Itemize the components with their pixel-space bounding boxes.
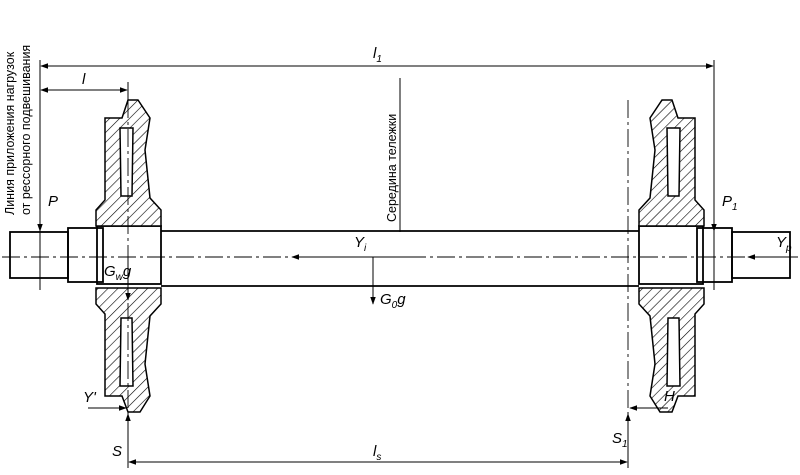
bogie-middle-label: Середина тележки xyxy=(385,114,399,222)
label-H: H xyxy=(664,388,675,405)
left-wheel xyxy=(95,99,162,413)
left-pre-hub xyxy=(67,227,104,283)
right-wheel xyxy=(627,99,705,413)
left-journal xyxy=(9,231,69,279)
label-P1: P1 xyxy=(722,193,738,213)
label-Yprime: Y' xyxy=(83,389,97,406)
label-l: l xyxy=(82,71,86,88)
label-S: S xyxy=(112,443,122,460)
label-Yi: Yi xyxy=(354,234,367,254)
label-G0g: G0g xyxy=(380,291,406,311)
label-Gwg: Gwg xyxy=(104,263,132,283)
label-Yp: Yp xyxy=(776,234,792,254)
load-line-label-1: Линия приложения нагрузок xyxy=(3,51,17,215)
label-P: P xyxy=(48,193,58,210)
load-line-label-2: от рессорного подвешивания xyxy=(19,45,33,215)
label-S1: S1 xyxy=(612,430,628,450)
label-ls: ls xyxy=(373,443,381,463)
label-l1: l1 xyxy=(373,45,382,65)
right-wheel-seat xyxy=(638,225,704,285)
